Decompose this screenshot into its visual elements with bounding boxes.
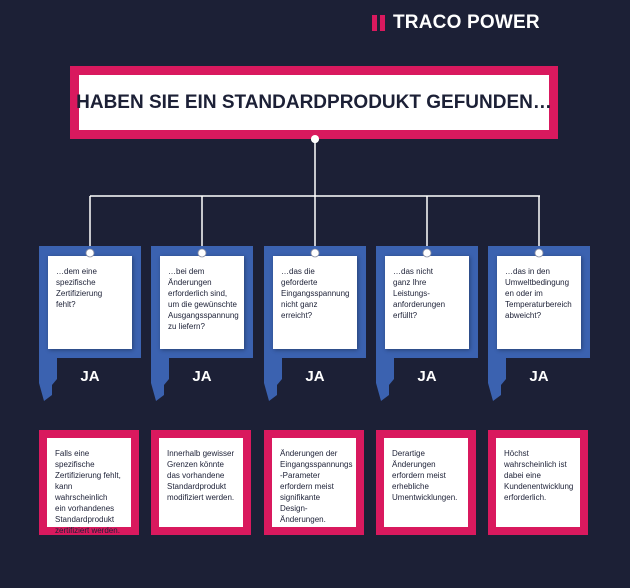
answer-inner: Höchst wahrscheinlich ist dabei eine Kun… xyxy=(496,438,580,527)
answer-box-5: Höchst wahrscheinlich ist dabei eine Kun… xyxy=(488,430,588,535)
question-card-1: …dem eine spezifische Zertifizierung feh… xyxy=(48,256,132,349)
traco-power-logo: TRACO POWER xyxy=(372,12,540,34)
answer-text: Höchst wahrscheinlich ist dabei eine Kun… xyxy=(504,449,574,502)
answer-text: Änderungen der Eingangsspannungs -Parame… xyxy=(280,449,353,524)
answer-box-2: Innerhalb gewisser Grenzen könnte das vo… xyxy=(151,430,251,535)
logo-bars-icon xyxy=(372,15,385,31)
ja-label-4: JA xyxy=(417,368,437,385)
ja-label-2: JA xyxy=(192,368,212,385)
question-card-4: …das nicht ganz Ihre Leistungs- anforder… xyxy=(385,256,469,349)
ja-label-5: JA xyxy=(529,368,549,385)
answer-inner: Änderungen der Eingangsspannungs -Parame… xyxy=(272,438,356,527)
answer-inner: Innerhalb gewisser Grenzen könnte das vo… xyxy=(159,438,243,527)
question-card-2: …bei dem Änderungen erforderlich sind, u… xyxy=(160,256,244,349)
ja-label-3: JA xyxy=(305,368,325,385)
answer-box-1: Falls eine spezifische Zertifizierung fe… xyxy=(39,430,139,535)
answer-text: Innerhalb gewisser Grenzen könnte das vo… xyxy=(167,449,235,502)
answer-box-4: Derartige Änderungen erfordern meist erh… xyxy=(376,430,476,535)
answer-inner: Derartige Änderungen erfordern meist erh… xyxy=(384,438,468,527)
answer-box-3: Änderungen der Eingangsspannungs -Parame… xyxy=(264,430,364,535)
question-text: …dem eine spezifische Zertifizierung feh… xyxy=(56,267,103,309)
question-text: …das nicht ganz Ihre Leistungs- anforder… xyxy=(393,267,446,320)
question-text: …das die geforderte Eingangsspannung nic… xyxy=(281,267,350,320)
ja-label-1: JA xyxy=(80,368,100,385)
answer-text: Falls eine spezifische Zertifizierung fe… xyxy=(55,449,121,535)
logo-text: TRACO POWER xyxy=(393,12,540,33)
title-inner: HABEN SIE EIN STANDARDPRODUKT GEFUNDEN… xyxy=(76,75,552,130)
answer-text: Derartige Änderungen erfordern meist erh… xyxy=(392,449,458,502)
question-card-3: …das die geforderte Eingangsspannung nic… xyxy=(273,256,357,349)
question-text: …bei dem Änderungen erforderlich sind, u… xyxy=(168,267,239,331)
page-title: HABEN SIE EIN STANDARDPRODUKT GEFUNDEN… xyxy=(76,91,552,113)
title-box: HABEN SIE EIN STANDARDPRODUKT GEFUNDEN… xyxy=(70,66,558,139)
answer-inner: Falls eine spezifische Zertifizierung fe… xyxy=(47,438,131,535)
question-card-5: …das in den Umweltbedingung en oder im T… xyxy=(497,256,581,349)
question-text: …das in den Umweltbedingung en oder im T… xyxy=(505,267,572,320)
